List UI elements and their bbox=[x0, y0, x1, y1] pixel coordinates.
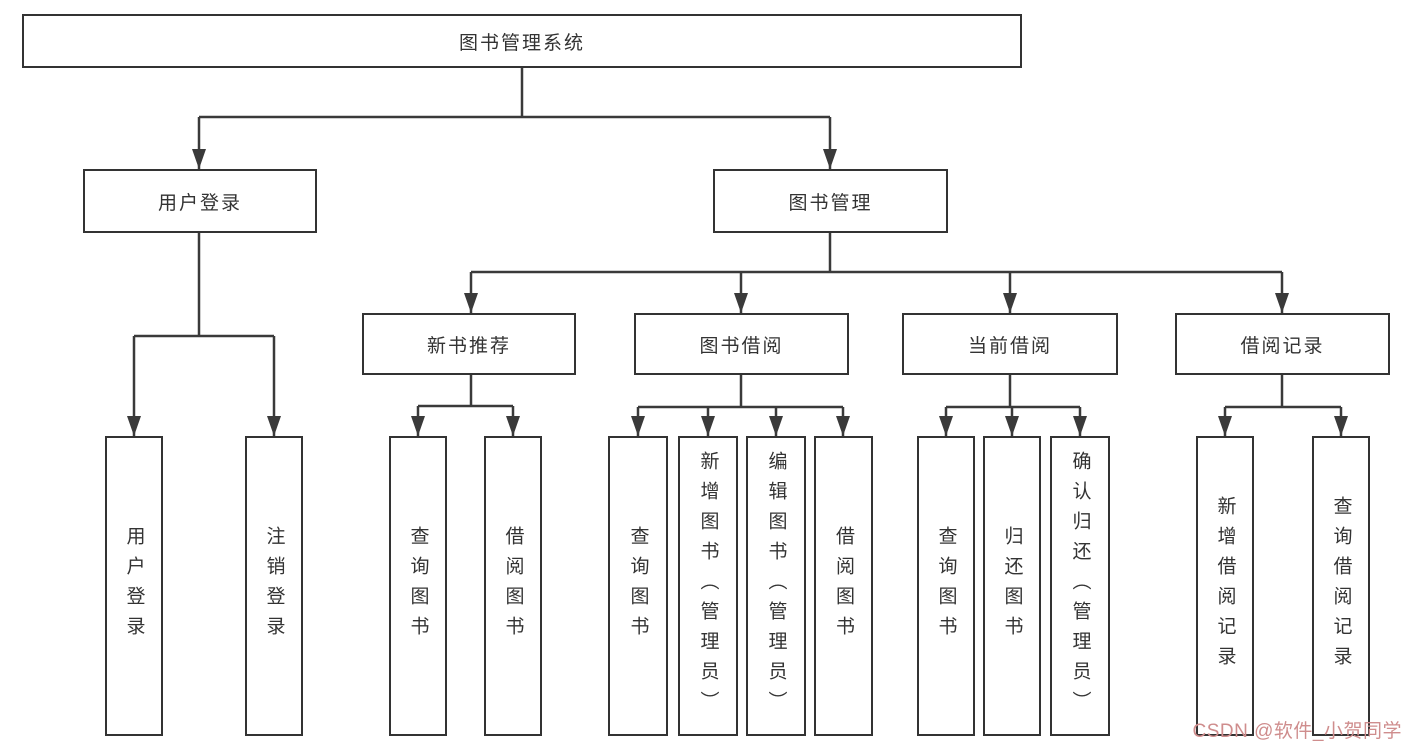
node-root-label: 图书管理系统 bbox=[458, 32, 585, 54]
node-new-book-recommend: 新书推荐 bbox=[362, 313, 576, 375]
leaf-cur-confirm-return-admin-label: 确认归还（管理员） bbox=[1069, 451, 1091, 721]
leaf-bw-edit-books-admin-label: 编辑图书（管理员） bbox=[765, 451, 787, 721]
node-current-borrow-label: 当前借阅 bbox=[967, 335, 1052, 357]
leaf-cur-query-books: 查询图书 bbox=[917, 436, 975, 736]
node-book-borrow: 图书借阅 bbox=[634, 313, 849, 375]
leaf-rec-add-record-label: 新增借阅记录 bbox=[1214, 496, 1236, 676]
leaf-rec-query-record-label: 查询借阅记录 bbox=[1330, 496, 1352, 676]
node-user-login: 用户登录 bbox=[83, 169, 317, 233]
leaf-user-login-label: 用户登录 bbox=[123, 526, 145, 646]
node-book-management-label: 图书管理 bbox=[788, 192, 873, 214]
leaf-rec-query-record: 查询借阅记录 bbox=[1312, 436, 1370, 736]
node-user-login-label: 用户登录 bbox=[157, 192, 242, 214]
leaf-bw-add-books-admin-label: 新增图书（管理员） bbox=[697, 451, 719, 721]
leaf-rec-add-record: 新增借阅记录 bbox=[1196, 436, 1254, 736]
leaf-cur-return-books: 归还图书 bbox=[983, 436, 1041, 736]
leaf-nb-borrow-books-label: 借阅图书 bbox=[502, 526, 524, 646]
leaf-bw-borrow-books-label: 借阅图书 bbox=[833, 526, 854, 646]
csdn-watermark: CSDN @软件_小贺同学 bbox=[1192, 721, 1402, 742]
leaf-logout: 注销登录 bbox=[245, 436, 303, 736]
node-root: 图书管理系统 bbox=[22, 14, 1022, 68]
leaf-nb-borrow-books: 借阅图书 bbox=[484, 436, 542, 736]
leaf-bw-edit-books-admin: 编辑图书（管理员） bbox=[746, 436, 806, 736]
leaf-nb-query-books-label: 查询图书 bbox=[407, 526, 429, 646]
leaf-bw-query-books: 查询图书 bbox=[608, 436, 668, 736]
node-new-book-recommend-label: 新书推荐 bbox=[426, 335, 511, 357]
leaf-cur-return-books-label: 归还图书 bbox=[1001, 526, 1023, 646]
node-borrow-records-label: 借阅记录 bbox=[1240, 335, 1325, 357]
leaf-cur-confirm-return-admin: 确认归还（管理员） bbox=[1050, 436, 1110, 736]
leaf-bw-borrow-books: 借阅图书 bbox=[814, 436, 873, 736]
node-borrow-records: 借阅记录 bbox=[1175, 313, 1390, 375]
node-book-borrow-label: 图书借阅 bbox=[699, 335, 784, 357]
node-book-management: 图书管理 bbox=[713, 169, 948, 233]
leaf-bw-add-books-admin: 新增图书（管理员） bbox=[678, 436, 738, 736]
leaf-logout-label: 注销登录 bbox=[263, 526, 285, 646]
leaf-user-login: 用户登录 bbox=[105, 436, 163, 736]
node-current-borrow: 当前借阅 bbox=[902, 313, 1118, 375]
leaf-bw-query-books-label: 查询图书 bbox=[627, 526, 649, 646]
leaf-cur-query-books-label: 查询图书 bbox=[935, 526, 957, 646]
leaf-nb-query-books: 查询图书 bbox=[389, 436, 447, 736]
